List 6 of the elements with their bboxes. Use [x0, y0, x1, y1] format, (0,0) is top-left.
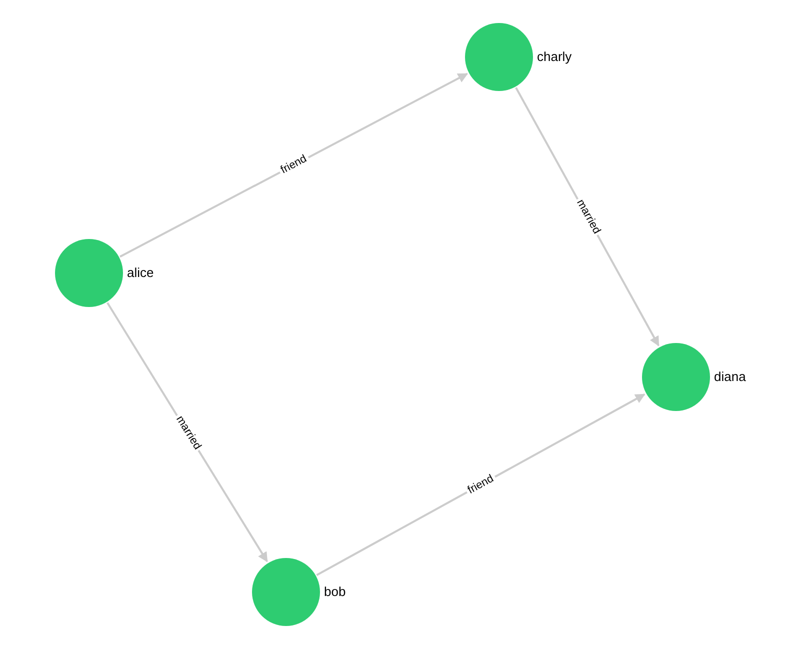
node-label: bob: [324, 583, 346, 602]
arrow: [316, 394, 646, 576]
node-label: charly: [537, 48, 572, 66]
node-label: diana: [714, 368, 746, 386]
arrow: [120, 72, 468, 258]
node-label: alice: [127, 264, 154, 282]
